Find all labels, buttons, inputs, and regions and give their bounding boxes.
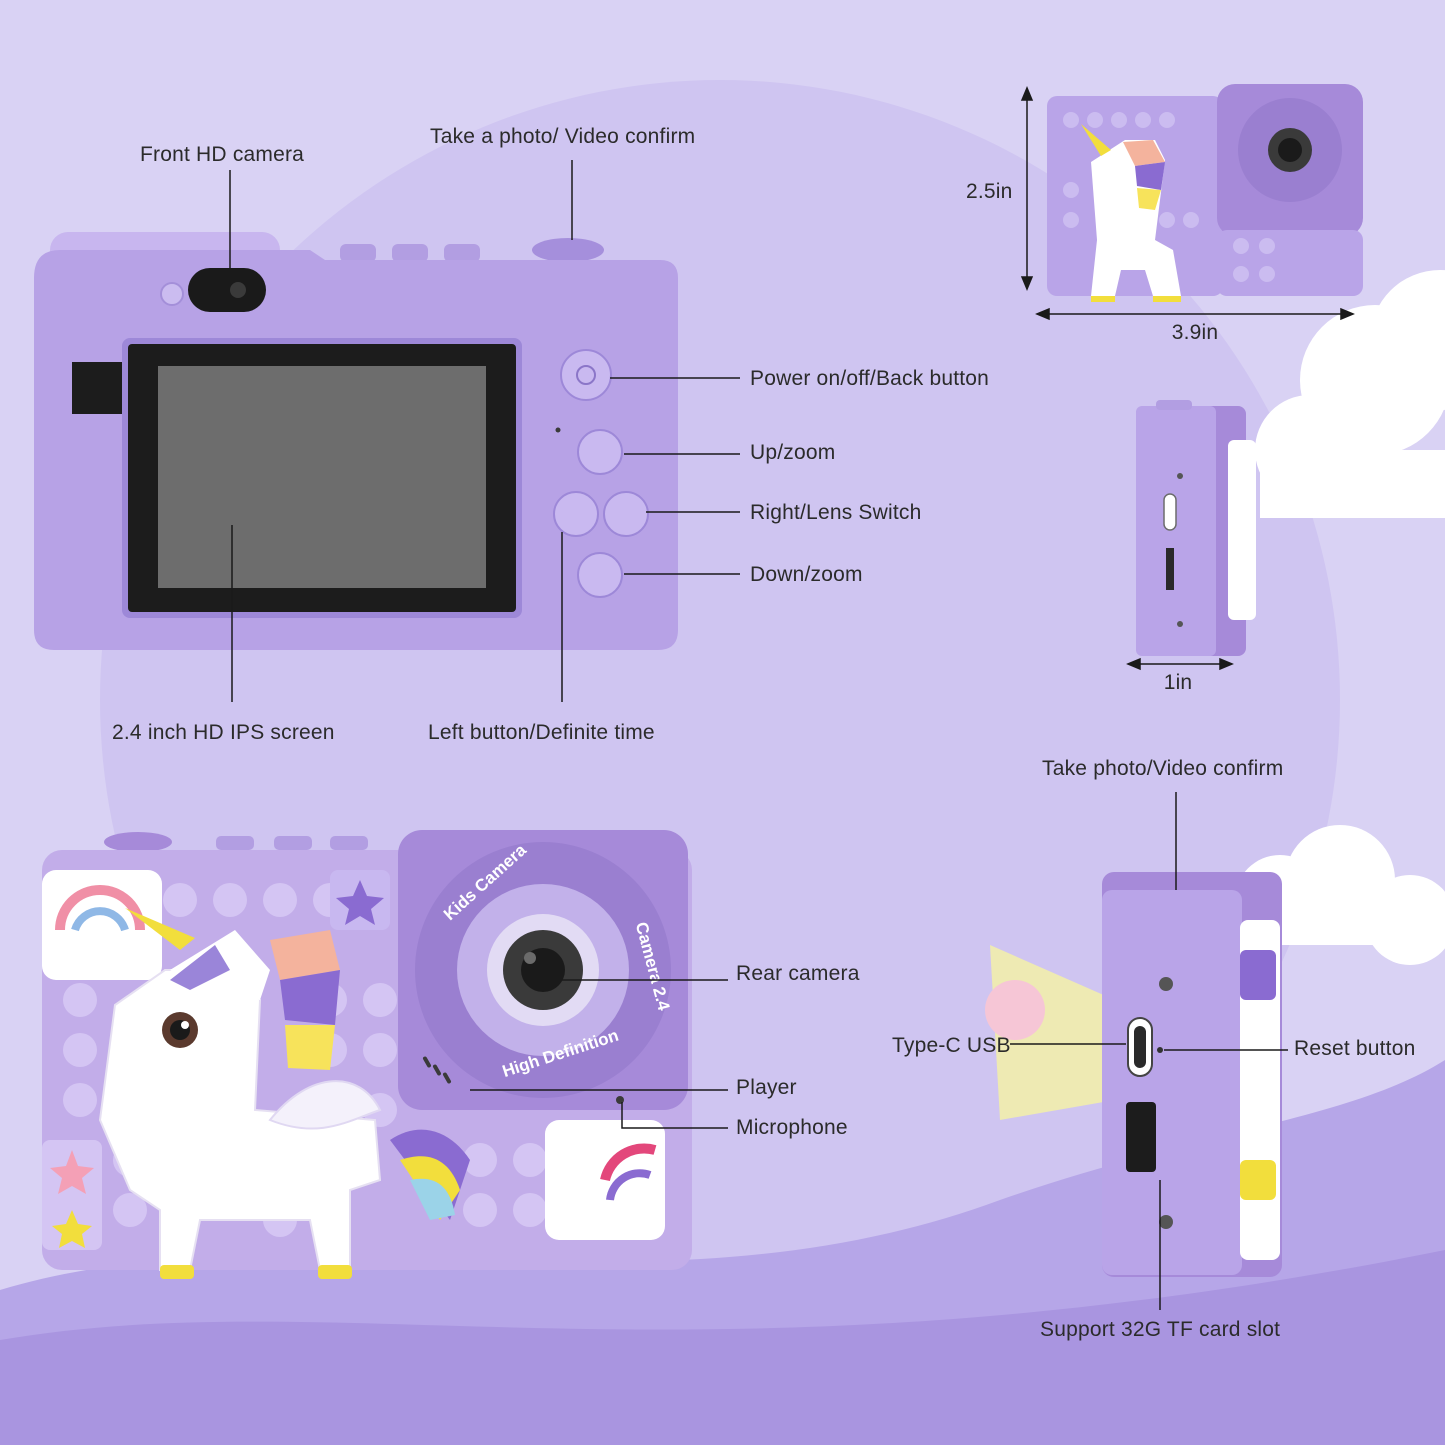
height-dimension: 2.5in	[966, 180, 1013, 203]
front-camera-label: Front HD camera	[140, 143, 305, 166]
side-shutter-label: Take photo/Video confirm	[1042, 757, 1284, 780]
front-leader-lines	[229, 160, 740, 702]
cloud-top-right	[1255, 270, 1445, 518]
depth-dimension: 1in	[1163, 671, 1193, 694]
reset-button-label: Reset button	[1294, 1037, 1416, 1060]
down-zoom-label: Down/zoom	[750, 563, 863, 586]
dimension-side-illustration	[1126, 400, 1256, 671]
player-label: Player	[736, 1076, 797, 1099]
microphone-label: Microphone	[736, 1116, 848, 1139]
side-camera-illustration	[1102, 872, 1282, 1277]
up-zoom-label: Up/zoom	[750, 441, 836, 464]
rear-leader-lines	[470, 979, 728, 1129]
side-leader-lines	[1010, 792, 1288, 1310]
left-button-label: Left button/Definite time	[428, 721, 655, 744]
width-dimension: 3.9in	[1171, 321, 1219, 344]
right-lens-switch-label: Right/Lens Switch	[750, 501, 922, 524]
tf-card-slot-label: Support 32G TF card slot	[1040, 1318, 1281, 1341]
sun-spot	[985, 980, 1045, 1040]
rear-camera-illustration	[42, 830, 692, 1279]
screen-label: 2.4 inch HD IPS screen	[112, 721, 335, 744]
type-c-usb-label: Type-C USB	[892, 1034, 1011, 1057]
dimension-rear-illustration	[1020, 84, 1363, 321]
shutter-label: Take a photo/ Video confirm	[430, 125, 696, 148]
front-camera-illustration	[34, 232, 678, 650]
rear-camera-label: Rear camera	[736, 962, 860, 985]
power-button-label: Power on/off/Back button	[750, 367, 990, 390]
